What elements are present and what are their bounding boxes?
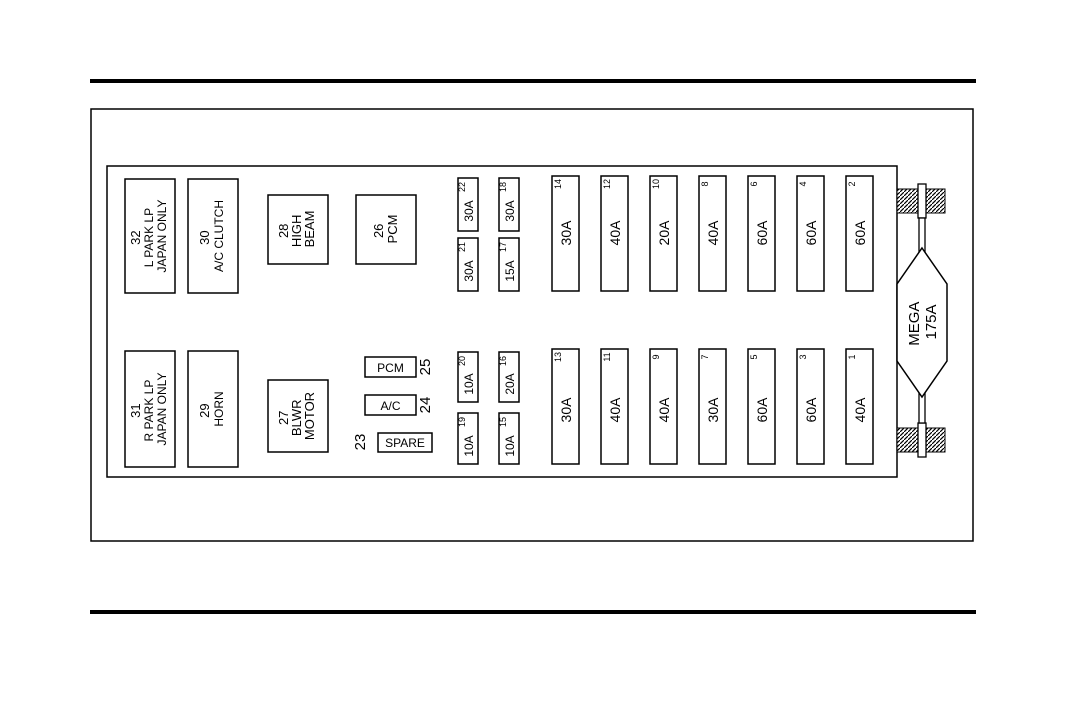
- maxi-fuse-11-rating: 40A: [607, 397, 623, 423]
- maxi-fuse-3: 60A 3: [797, 349, 824, 464]
- maxi-fuse-10-number: 10: [651, 179, 661, 189]
- mini-fuse-18: 30A 18: [498, 178, 519, 231]
- maxi-fuse-14-number: 14: [553, 179, 563, 189]
- maxi-fuse-4: 60A 4: [797, 176, 824, 291]
- maxi-fuse-13-number: 13: [553, 352, 563, 362]
- terminal-clamp-top: [918, 184, 926, 218]
- diode-23-number: 23: [352, 434, 369, 451]
- mini-fuse-22-rating: 30A: [462, 200, 476, 221]
- diode-25: PCM 25: [365, 357, 434, 377]
- maxi-fuse-3-number: 3: [798, 354, 808, 359]
- maxi-fuse-1-rating: 40A: [852, 397, 868, 423]
- mini-fuse-21-number: 21: [457, 242, 467, 252]
- maxi-fuse-13-rating: 30A: [558, 397, 574, 423]
- maxi-fuse-8: 40A 8: [699, 176, 726, 291]
- maxi-fuse-4-rating: 60A: [803, 220, 819, 246]
- terminal-clamp-bottom: [918, 423, 926, 457]
- relay-30: 30 A/C CLUTCH: [188, 179, 238, 293]
- maxi-fuse-10: 20A 10: [650, 176, 677, 291]
- diode-23-label: SPARE: [385, 436, 425, 450]
- maxi-fuse-12: 40A 12: [601, 176, 628, 291]
- maxi-fuse-9-rating: 40A: [656, 397, 672, 423]
- mini-fuse-18-rating: 30A: [503, 200, 517, 221]
- mini-fuse-21: 30A 21: [457, 238, 478, 291]
- mini-fuse-17-number: 17: [498, 242, 508, 252]
- mini-fuse-22-number: 22: [457, 182, 467, 192]
- mini-fuse-20-rating: 10A: [462, 373, 476, 394]
- maxi-fuse-8-number: 8: [700, 181, 710, 186]
- maxi-fuse-7-rating: 30A: [705, 397, 721, 423]
- diode-23: SPARE 23: [352, 433, 432, 452]
- diode-25-number: 25: [417, 359, 434, 376]
- maxi-fuse-7: 30A 7: [699, 349, 726, 464]
- maxi-fuse-13: 30A 13: [552, 349, 579, 464]
- mini-fuse-17: 15A 17: [498, 238, 519, 291]
- maxi-fuse-11: 40A 11: [601, 349, 628, 464]
- mini-fuse-15: 10A 15: [498, 413, 519, 464]
- maxi-fuse-5: 60A 5: [748, 349, 775, 464]
- maxi-fuse-2-rating: 60A: [852, 220, 868, 246]
- maxi-fuse-6-number: 6: [749, 181, 759, 186]
- mini-fuse-21-rating: 30A: [462, 260, 476, 281]
- relay-26: 26 PCM: [356, 195, 416, 264]
- mini-fuse-22: 30A 22: [457, 178, 478, 231]
- mini-fuse-19-rating: 10A: [462, 435, 476, 456]
- maxi-fuse-10-rating: 20A: [656, 220, 672, 246]
- mini-fuse-18-number: 18: [498, 182, 508, 192]
- bottom-rule: [90, 610, 976, 614]
- mini-fuse-17-rating: 15A: [503, 260, 517, 281]
- maxi-fuse-14: 30A 14: [552, 176, 579, 291]
- maxi-fuse-9: 40A 9: [650, 349, 677, 464]
- diode-24-number: 24: [417, 397, 434, 414]
- mega-fuse-assembly: MEGA 175A: [897, 184, 947, 457]
- mega-fuse-label: MEGA 175A: [906, 298, 940, 346]
- mini-fuse-19: 10A 19: [457, 413, 478, 464]
- relay-27: 27 BLWR MOTOR: [268, 380, 328, 452]
- maxi-fuse-12-rating: 40A: [607, 220, 623, 246]
- mini-fuse-20-number: 20: [457, 356, 467, 366]
- maxi-fuse-6: 60A 6: [748, 176, 775, 291]
- maxi-fuse-2: 60A 2: [846, 176, 873, 291]
- mini-fuse-16-number: 16: [498, 356, 508, 366]
- maxi-fuse-8-rating: 40A: [705, 220, 721, 246]
- maxi-fuse-11-number: 11: [602, 352, 612, 361]
- maxi-fuse-6-rating: 60A: [754, 220, 770, 246]
- diode-25-label: PCM: [377, 361, 404, 375]
- diode-24: A/C 24: [365, 395, 434, 415]
- diode-24-label: A/C: [380, 399, 400, 413]
- maxi-fuse-7-number: 7: [700, 354, 710, 359]
- relay-29: 29 HORN: [188, 351, 238, 467]
- maxi-fuse-12-number: 12: [602, 179, 612, 189]
- mini-fuse-15-number: 15: [498, 417, 508, 427]
- relay-28: 28 HIGH BEAM: [268, 195, 328, 264]
- maxi-fuse-9-number: 9: [651, 354, 661, 359]
- figure-frame: [91, 109, 973, 541]
- relay-31: 31 R PARK LP JAPAN ONLY: [125, 351, 175, 467]
- mini-fuse-16-rating: 20A: [503, 373, 517, 394]
- maxi-fuse-1: 40A 1: [846, 349, 873, 464]
- maxi-fuse-3-rating: 60A: [803, 397, 819, 423]
- mini-fuse-19-number: 19: [457, 417, 467, 427]
- top-rule: [90, 79, 976, 83]
- maxi-fuse-4-number: 4: [798, 181, 808, 186]
- maxi-fuse-2-number: 2: [847, 181, 857, 186]
- mini-fuse-15-rating: 10A: [503, 435, 517, 456]
- relay-32: 32 L PARK LP JAPAN ONLY: [125, 179, 175, 293]
- maxi-fuse-14-rating: 30A: [558, 220, 574, 246]
- maxi-fuse-5-number: 5: [749, 354, 759, 359]
- mini-fuse-16: 20A 16: [498, 352, 519, 402]
- maxi-fuse-5-rating: 60A: [754, 397, 770, 423]
- mini-fuse-20: 10A 20: [457, 352, 478, 402]
- maxi-fuse-1-number: 1: [847, 354, 857, 359]
